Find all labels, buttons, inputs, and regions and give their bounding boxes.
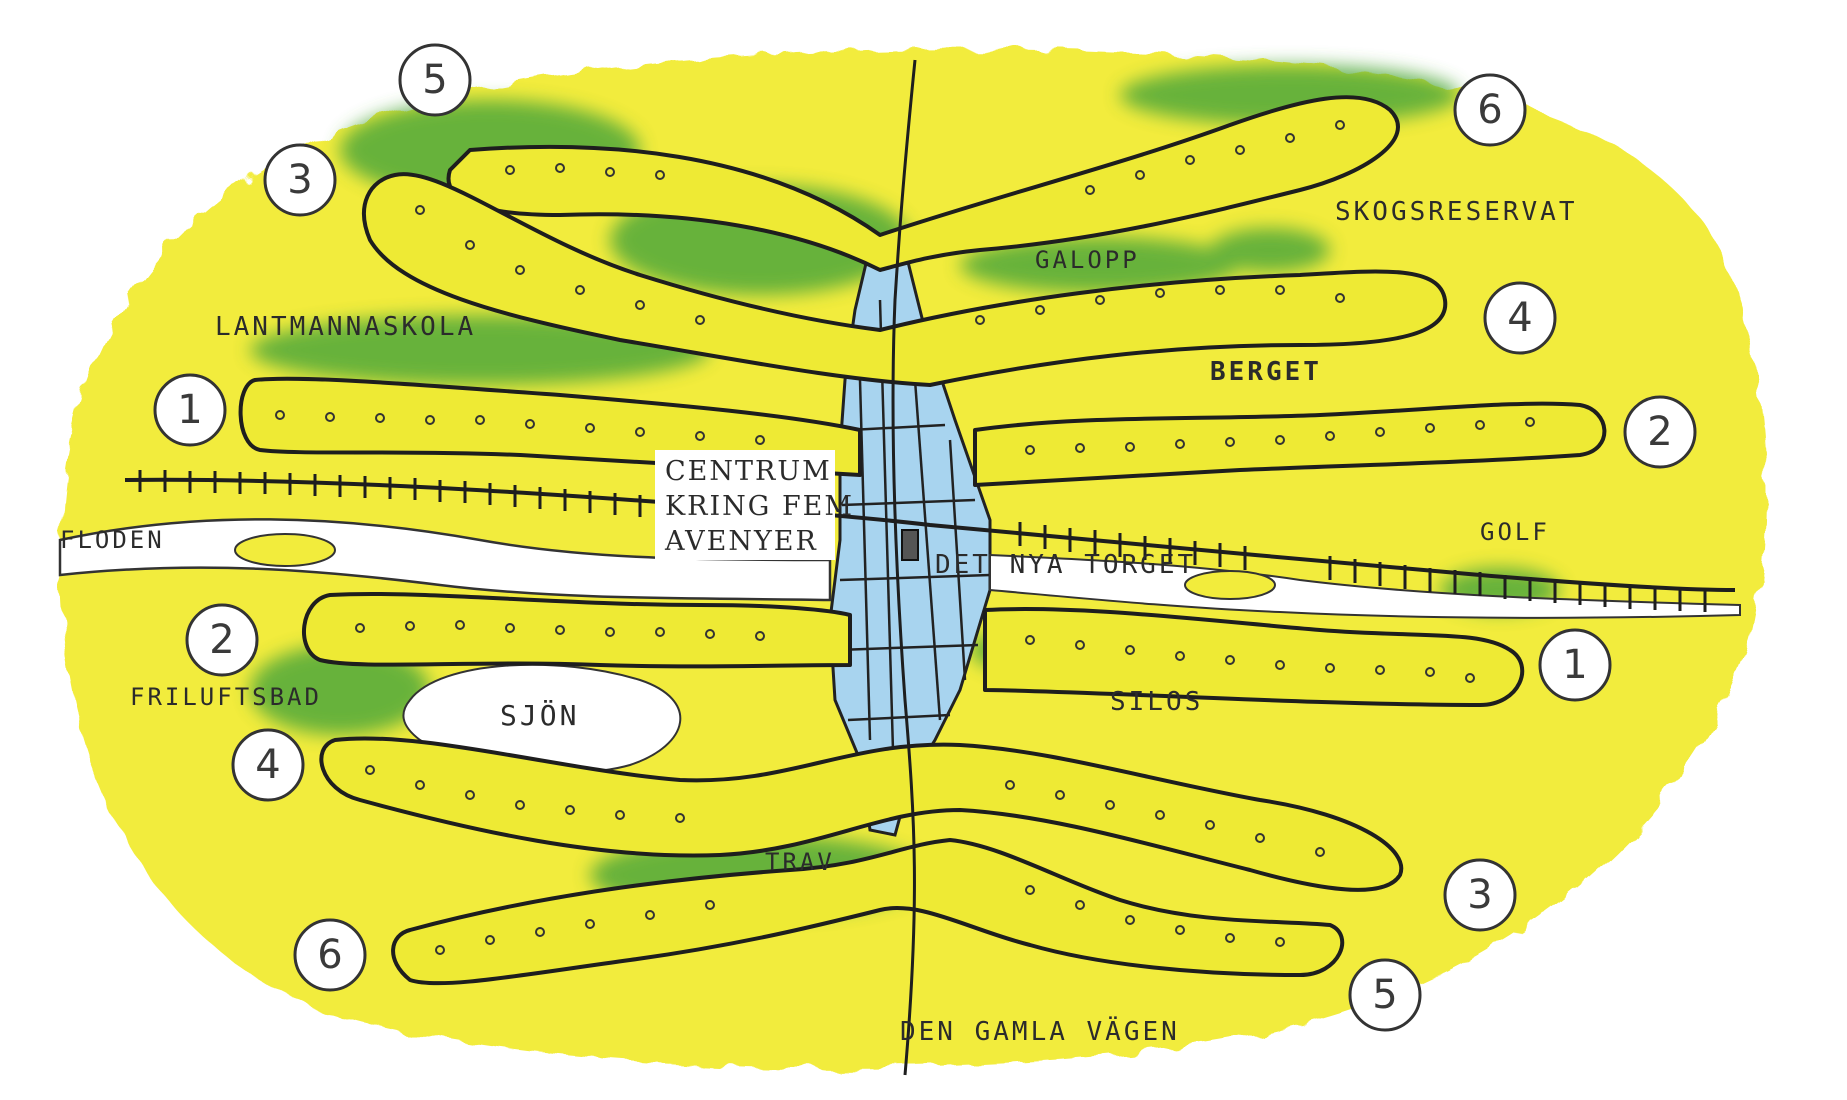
river-island xyxy=(234,533,336,567)
centrum-line-2: KRING FEM xyxy=(665,491,854,522)
marker-right-3: 2 xyxy=(1647,409,1672,455)
band-north-5 xyxy=(446,95,1400,272)
band-2-right xyxy=(973,401,1607,487)
centrum-label-box xyxy=(655,450,835,560)
marker-right-4: 1 xyxy=(1562,642,1587,688)
marker-left-1: 5 xyxy=(422,57,447,103)
label-torget: DET NYA TORGET xyxy=(935,550,1196,580)
label-lantmannaskola: LANTMANNASKOLA xyxy=(215,312,476,342)
label-galopp: GALOPP xyxy=(1035,246,1140,274)
label-trav: TRAV xyxy=(765,848,835,876)
river-island-east xyxy=(1184,570,1276,600)
marker-right-5: 3 xyxy=(1467,872,1492,918)
marker-left-4: 2 xyxy=(209,617,234,663)
marker-right-6: 5 xyxy=(1372,972,1397,1018)
residential-bands xyxy=(238,95,1607,986)
band-2-left xyxy=(302,591,852,669)
old-road-line xyxy=(891,59,917,1076)
marker-right-1: 6 xyxy=(1477,87,1502,133)
label-sjon: SJÖN xyxy=(500,698,579,732)
label-golf: GOLF xyxy=(1480,518,1550,546)
centrum-line-1: CENTRUM xyxy=(665,456,832,487)
label-friluftsbad: FRILUFTSBAD xyxy=(130,683,322,711)
centrum-street-grid xyxy=(837,299,991,821)
marker-left-3: 1 xyxy=(177,387,202,433)
numbered-markers-right xyxy=(1348,73,1697,1032)
label-silos: SILOS xyxy=(1110,687,1203,717)
marker-left-6: 6 xyxy=(317,932,342,978)
label-skogsreservat: SKOGSRESERVAT xyxy=(1335,197,1578,227)
band-1-right xyxy=(983,607,1525,707)
centrum-line-3: AVENYER xyxy=(664,526,818,557)
marker-left-2: 3 xyxy=(287,157,312,203)
numbered-markers-left xyxy=(153,43,472,992)
station-building-icon xyxy=(901,529,919,561)
house-dots xyxy=(275,120,1535,955)
marker-left-5: 4 xyxy=(255,742,280,788)
marker-right-2: 4 xyxy=(1507,295,1532,341)
label-floden: FLODEN xyxy=(60,526,165,554)
band-south-6 xyxy=(391,838,1345,986)
label-berget: BERGET xyxy=(1210,357,1322,387)
band-south-4 xyxy=(319,736,1404,892)
band-north-3 xyxy=(362,172,1448,387)
label-vagen: DEN GAMLA VÄGEN xyxy=(900,1015,1180,1047)
